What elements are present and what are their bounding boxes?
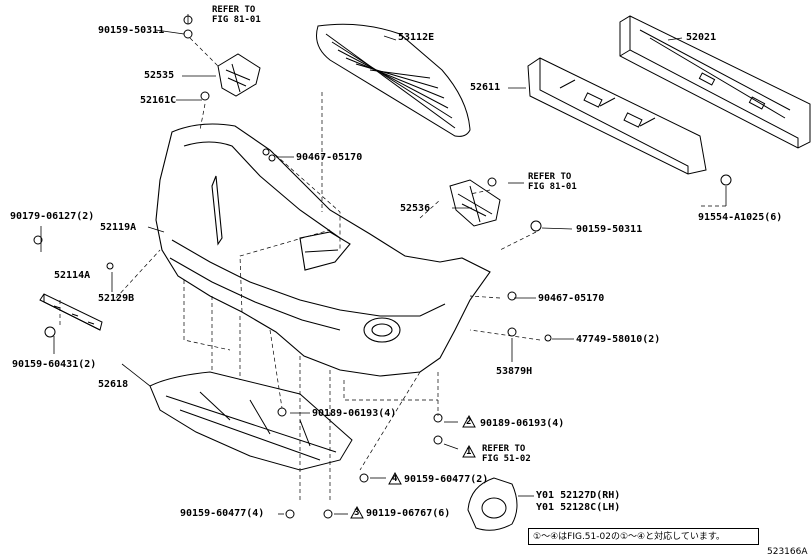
refer-81-rh-line1: REFER TO: [212, 5, 256, 15]
label-90159-50311-lh: 90159-50311: [576, 224, 643, 235]
label-52119a: 52119A: [100, 222, 137, 233]
label-52114a: 52114A: [54, 270, 91, 281]
callout-4a-number: 4: [392, 474, 398, 484]
label-90159-50311-top: 90159-50311: [98, 25, 165, 36]
label-90159-60431: 90159-60431(2): [12, 359, 97, 370]
label-90159-60477-4: 90159-60477(4): [180, 508, 265, 519]
callout-4a-triangle: [388, 472, 402, 485]
bumper-bracket-rh: [217, 53, 261, 97]
label-90189-06193-right: 90189-06193(4): [480, 418, 565, 429]
label-90179-06127: 90179-06127(2): [10, 211, 95, 222]
engine-under-cover: [149, 371, 353, 471]
bumper-bracket-lh: [449, 179, 501, 227]
callout-2-number: 2: [466, 417, 472, 427]
front-bumper-cover: [155, 123, 491, 377]
callout-2-triangle: [462, 415, 476, 428]
label-90467-05170-top: 90467-05170: [296, 152, 363, 163]
license-bracket: [39, 293, 103, 331]
label-90119-06767: 90119-06767(6): [366, 508, 451, 519]
callout-1-number: 1: [466, 447, 472, 457]
refer-51-line2: FIG 51-02: [482, 454, 531, 464]
label-47749-58010: 47749-58010(2): [576, 334, 661, 345]
callout-3-number: 3: [354, 508, 360, 518]
label-52618: 52618: [98, 379, 129, 390]
label-52536: 52536: [400, 203, 431, 214]
refer-51-line1: REFER TO: [482, 444, 526, 454]
label-90189-06193-left: 90189-06193(4): [312, 408, 397, 419]
label-52161c: 52161C: [140, 95, 177, 106]
callout-3-triangle: [350, 506, 364, 519]
energy-absorber-part: [527, 57, 707, 175]
callout-1-triangle: [462, 445, 476, 458]
label-52611: 52611: [470, 82, 501, 93]
label-90159-60477-2: 90159-60477(2): [404, 474, 489, 485]
label-52535: 52535: [144, 70, 175, 81]
label-52021: 52021: [686, 32, 717, 43]
label-52127d: Y01 52127D(RH): [536, 490, 621, 501]
refer-81-rh-line2: FIG 81-01: [212, 15, 261, 25]
refer-81-lh-line2: FIG 81-01: [528, 182, 577, 192]
label-90467-05170-lower: 90467-05170: [538, 293, 605, 304]
figure-id: 523166A: [767, 547, 808, 557]
fasteners: [33, 15, 732, 519]
dashed-assembly-lines: [59, 37, 726, 500]
upper-grille-part: [316, 23, 471, 137]
refer-81-lh-line1: REFER TO: [528, 172, 572, 182]
leader-lines: [40, 14, 727, 515]
fog-lamp-cover: [467, 477, 518, 531]
correspondence-note: ①～④はFIG.51-02の①～④と対応しています。: [528, 528, 759, 545]
bumper-reinforcement-part: [619, 15, 811, 149]
label-52128c: Y01 52128C(LH): [536, 502, 621, 513]
label-53879h: 53879H: [496, 366, 533, 377]
label-52129b: 52129B: [98, 293, 135, 304]
label-53112e: 53112E: [398, 32, 435, 43]
label-91554-a1025: 91554-A1025(6): [698, 212, 783, 223]
